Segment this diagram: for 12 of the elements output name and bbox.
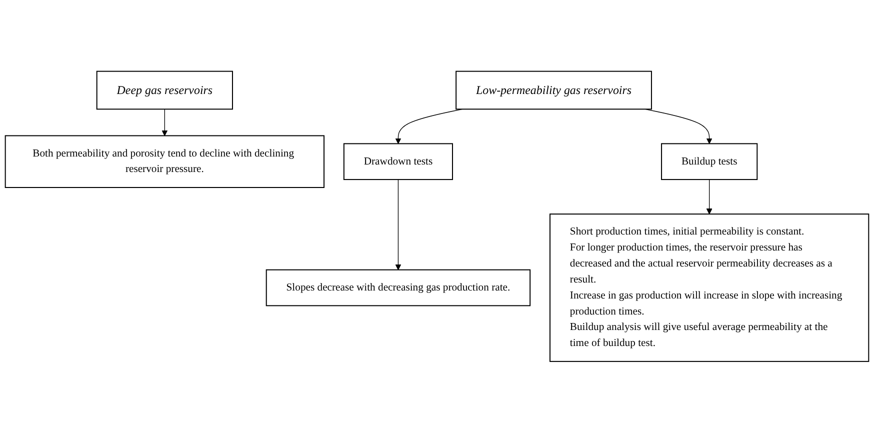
node-box: Slopes decrease with decreasing gas production rate. [266,269,531,306]
node-box: Buildup tests [661,143,758,180]
arrow [162,108,168,136]
arrow [644,108,712,144]
node-box: Short production times, initial permeability is constant. For longer production times, the reservoir pressure has decreased and the actual reservoir permeability decreases as a result. Increase in gas production will increase in slope with increasing production times. Buildup analysis will give useful average permeability at the time of buildup test. [550,214,870,362]
node-box: Both permeability and porosity tend to decline with declining reservoir pressure. [4,135,324,188]
arrow [395,179,402,270]
node-box: Drawdown tests [343,143,453,180]
node-box: Deep gas reservoirs [96,70,233,110]
node-box: Low-permeability gas reservoirs [456,70,652,110]
arrow [395,108,463,144]
arrow [706,179,712,214]
